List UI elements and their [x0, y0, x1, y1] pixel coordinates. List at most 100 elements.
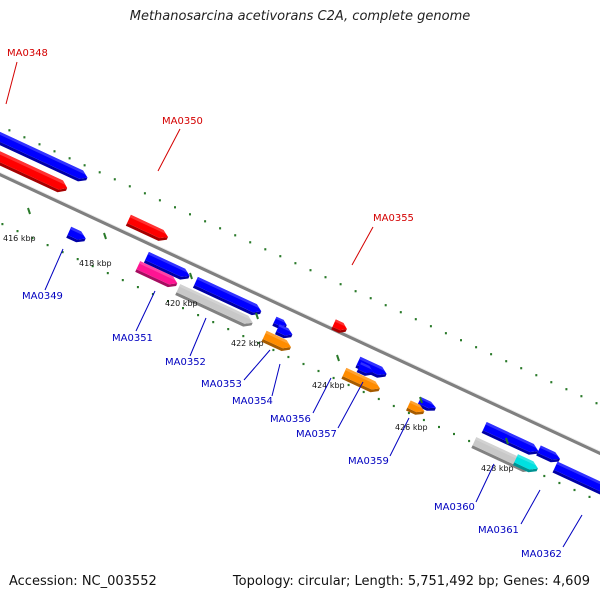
- ruler-dot: [61, 251, 64, 254]
- gene-callout: MA0353: [201, 349, 271, 390]
- feature-highlight: [360, 362, 374, 373]
- gene-label[interactable]: MA0351: [112, 333, 153, 344]
- ruler-dot: [550, 381, 553, 384]
- backbone-highlight: [0, 172, 600, 452]
- gene-label[interactable]: MA0360: [434, 502, 475, 513]
- tick-label: 416 kbp: [3, 234, 36, 243]
- ruler-dot: [580, 395, 583, 398]
- ruler-dot: [242, 335, 245, 338]
- ruler-dot: [234, 234, 237, 237]
- gene-label[interactable]: MA0349: [22, 291, 63, 302]
- gene-labels: MA0348MA0349MA0350MA0351MA0352MA0353MA03…: [5, 48, 583, 560]
- gene-label[interactable]: MA0348: [7, 48, 48, 59]
- gene-feature: [481, 422, 539, 455]
- gene-feature: [356, 362, 374, 376]
- callout-line: [157, 128, 181, 172]
- gene-label[interactable]: MA0350: [162, 116, 203, 127]
- gene-label[interactable]: MA0355: [373, 213, 414, 224]
- feature-highlight: [275, 316, 287, 326]
- gene-feature: [192, 276, 262, 316]
- ruler-dot: [204, 220, 207, 223]
- ruler-dot: [565, 388, 568, 391]
- ruler-dot: [324, 276, 327, 279]
- ruler-dot: [438, 425, 440, 429]
- feature-depth: [471, 445, 533, 472]
- gene-callout: MA0348: [5, 48, 48, 105]
- ruler-dot: [174, 206, 176, 209]
- feature-highlight: [516, 454, 538, 469]
- callout-line: [243, 349, 271, 381]
- feature-highlight: [409, 400, 425, 412]
- ruler-dot: [182, 307, 184, 310]
- gene-callout: MA0361: [478, 489, 541, 536]
- ruler-dot: [46, 244, 49, 247]
- ruler-dot: [407, 411, 410, 415]
- ruler-dot: [362, 390, 365, 394]
- callout-line: [189, 317, 207, 357]
- gene-label[interactable]: MA0357: [296, 429, 337, 440]
- ruler-dot: [38, 143, 41, 146]
- gene-label[interactable]: MA0354: [232, 396, 273, 407]
- ruler-tick: 418 kbp: [79, 232, 112, 268]
- gene-label[interactable]: MA0359: [348, 456, 389, 467]
- ruler-tick: 424 kbp: [312, 354, 345, 390]
- ruler-dot: [588, 495, 591, 498]
- feature-depth: [481, 430, 539, 455]
- feature-depth: [552, 469, 600, 495]
- feature-depth: [536, 452, 560, 463]
- ruler-dot: [384, 304, 387, 307]
- feature-depth: [331, 326, 347, 333]
- callout-line: [520, 489, 541, 525]
- feature-depth: [341, 376, 380, 393]
- feature-depth: [143, 260, 190, 280]
- feature-highlight: [196, 276, 262, 312]
- ruler-dot: [317, 369, 320, 373]
- feature-depth: [406, 407, 425, 415]
- callout-line: [5, 61, 18, 105]
- feature-highlight: [359, 356, 387, 374]
- ruler-dot: [377, 397, 380, 401]
- callout-line: [475, 463, 495, 503]
- feature-highlight: [420, 397, 436, 408]
- ruler-dot: [136, 286, 139, 289]
- gene-label[interactable]: MA0361: [478, 525, 519, 536]
- ruler-dot: [535, 374, 538, 377]
- gene-label[interactable]: MA0353: [201, 379, 242, 390]
- feature-face: [553, 461, 600, 492]
- tick-label: 422 kbp: [231, 339, 264, 348]
- ruler-dot: [227, 328, 230, 331]
- tick-mark: [255, 312, 259, 320]
- ruler-dot: [158, 199, 161, 202]
- ruler-dot: [543, 474, 546, 478]
- gene-label[interactable]: MA0362: [521, 549, 562, 560]
- gene-feature: [261, 330, 291, 351]
- gene-feature: [536, 445, 560, 463]
- ruler-dot: [151, 293, 154, 296]
- backbone-line: [0, 172, 600, 456]
- ruler-dot: [505, 360, 508, 363]
- gene-feature: [125, 214, 168, 241]
- ruler-dot: [197, 314, 200, 317]
- ruler-dot: [189, 213, 191, 216]
- gene-feature: [341, 367, 380, 393]
- ruler-dot: [121, 279, 124, 282]
- callout-line: [389, 417, 410, 457]
- feature-depth: [356, 369, 374, 376]
- callout-line: [135, 290, 156, 332]
- ruler-dot: [249, 241, 252, 244]
- ruler-dot: [106, 272, 109, 275]
- ruler-dot: [339, 283, 342, 286]
- gene-label[interactable]: MA0356: [270, 414, 311, 425]
- ruler-tick: 420 kbp: [165, 272, 198, 308]
- ruler-dot: [573, 488, 576, 492]
- ruler-dot: [68, 157, 71, 160]
- tick-mark: [419, 396, 423, 404]
- gene-feature: [66, 226, 86, 243]
- gene-callout: MA0356: [270, 377, 332, 425]
- ruler-dot: [279, 255, 282, 258]
- ruler-dot: [53, 150, 56, 153]
- gene-label[interactable]: MA0352: [165, 357, 206, 368]
- ruler-dot: [520, 367, 523, 370]
- ruler-dot: [1, 223, 4, 226]
